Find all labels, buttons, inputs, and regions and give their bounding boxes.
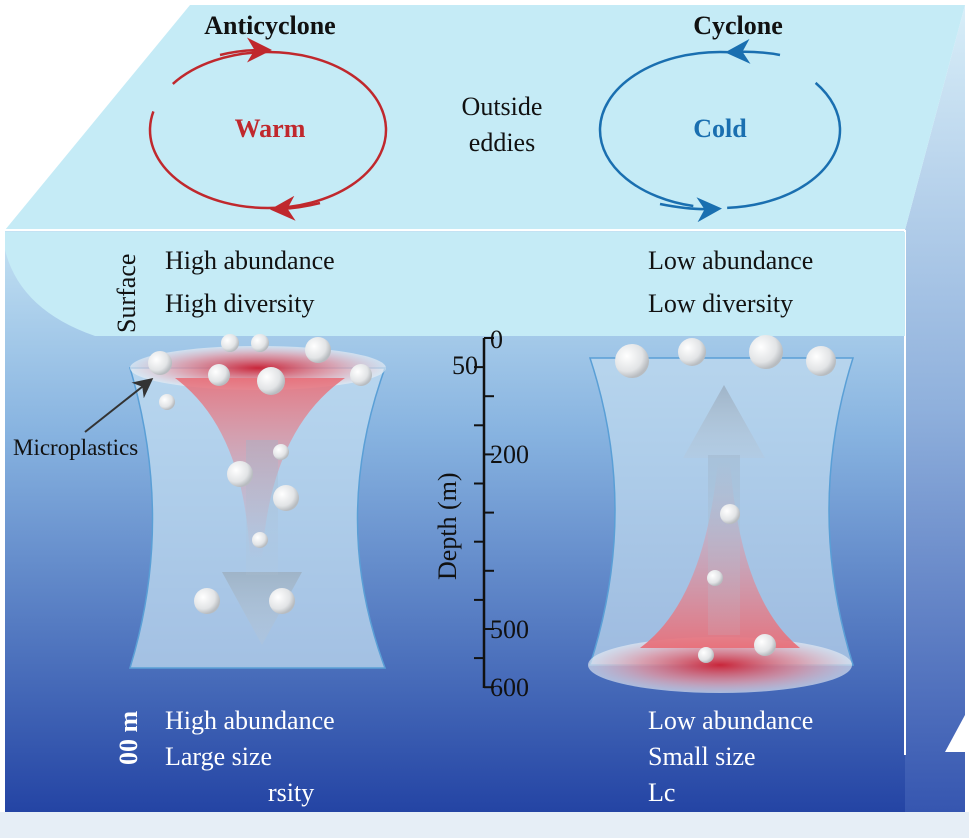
cyclone-arrow-icon <box>659 197 722 223</box>
microplastic-particle <box>252 532 268 548</box>
corner-marker <box>945 715 965 752</box>
microplastics-label: Microplastics <box>13 435 138 460</box>
depth-tick-0: 0 <box>490 325 503 354</box>
microplastic-particle <box>698 647 714 663</box>
microplastic-particle <box>159 394 175 410</box>
anticyclone-arrow-icon <box>219 37 272 63</box>
depth-tick-600: 600 <box>490 673 529 702</box>
surface-right-line2: Low diversity <box>648 289 793 318</box>
microplastic-particle <box>615 344 649 378</box>
anticyclone-column <box>128 346 387 669</box>
microplastic-particle <box>208 364 230 386</box>
microplastic-particles <box>148 334 836 663</box>
warm-label: Warm <box>235 114 306 143</box>
cold-label: Cold <box>693 114 747 143</box>
bottom-left-line1: High abundance <box>165 706 335 735</box>
depth-tick-200: 200 <box>490 440 529 469</box>
bottom-right-line2: Small size <box>648 742 756 771</box>
surface-label: Surface <box>112 254 141 333</box>
cyclone-column <box>588 357 855 693</box>
depth-tick-500: 500 <box>490 615 529 644</box>
surface-left-line1: High abundance <box>165 246 335 275</box>
surface-layer <box>5 232 905 336</box>
outside-eddies-line2: eddies <box>469 128 535 157</box>
cyclone-title: Cyclone <box>693 11 783 40</box>
cyclone-arrow-icon <box>725 38 781 64</box>
microplastic-particle <box>350 364 372 386</box>
cyclone-circulation <box>598 50 842 210</box>
anticyclone-arrow-icon <box>270 195 321 221</box>
bottom-right-line1: Low abundance <box>648 706 813 735</box>
depth-tick-50: 50 <box>452 351 478 380</box>
depth-axis-label: Depth (m) <box>433 472 462 580</box>
ocean-top-face <box>5 5 965 230</box>
microplastic-particle <box>257 367 285 395</box>
microplastic-particle <box>720 504 740 524</box>
surface-right-line1: Low abundance <box>648 246 813 275</box>
bottom-right-line3: Lc <box>648 778 675 807</box>
outside-eddies-line1: Outside <box>462 92 543 121</box>
microplastic-particle <box>707 570 723 586</box>
anticyclone-title: Anticyclone <box>204 11 335 40</box>
microplastic-particle <box>273 485 299 511</box>
microplastic-particle <box>806 346 836 376</box>
bottom-depth-label: 00 m <box>114 711 143 766</box>
microplastics-pointer-icon <box>84 378 154 433</box>
microplastic-particle <box>273 444 289 460</box>
microplastic-particle <box>754 634 776 656</box>
bottom-left-line3: rsity <box>268 778 314 807</box>
bottom-strip <box>0 812 969 838</box>
microplastic-particle <box>269 588 295 614</box>
microplastic-particle <box>251 334 269 352</box>
bottom-left-line2: Large size <box>165 742 272 771</box>
microplastic-particle <box>194 588 220 614</box>
microplastic-particle <box>227 461 253 487</box>
microplastic-particle <box>678 338 706 366</box>
microplastic-particle <box>305 337 331 363</box>
surface-left-line2: High diversity <box>165 289 315 318</box>
ocean-side-face <box>905 5 965 812</box>
upwelling-arrow-icon <box>683 385 765 458</box>
microplastic-particle <box>221 334 239 352</box>
depth-axis <box>474 337 494 689</box>
microplastic-particle <box>749 335 783 369</box>
microplastic-particle <box>148 351 172 375</box>
